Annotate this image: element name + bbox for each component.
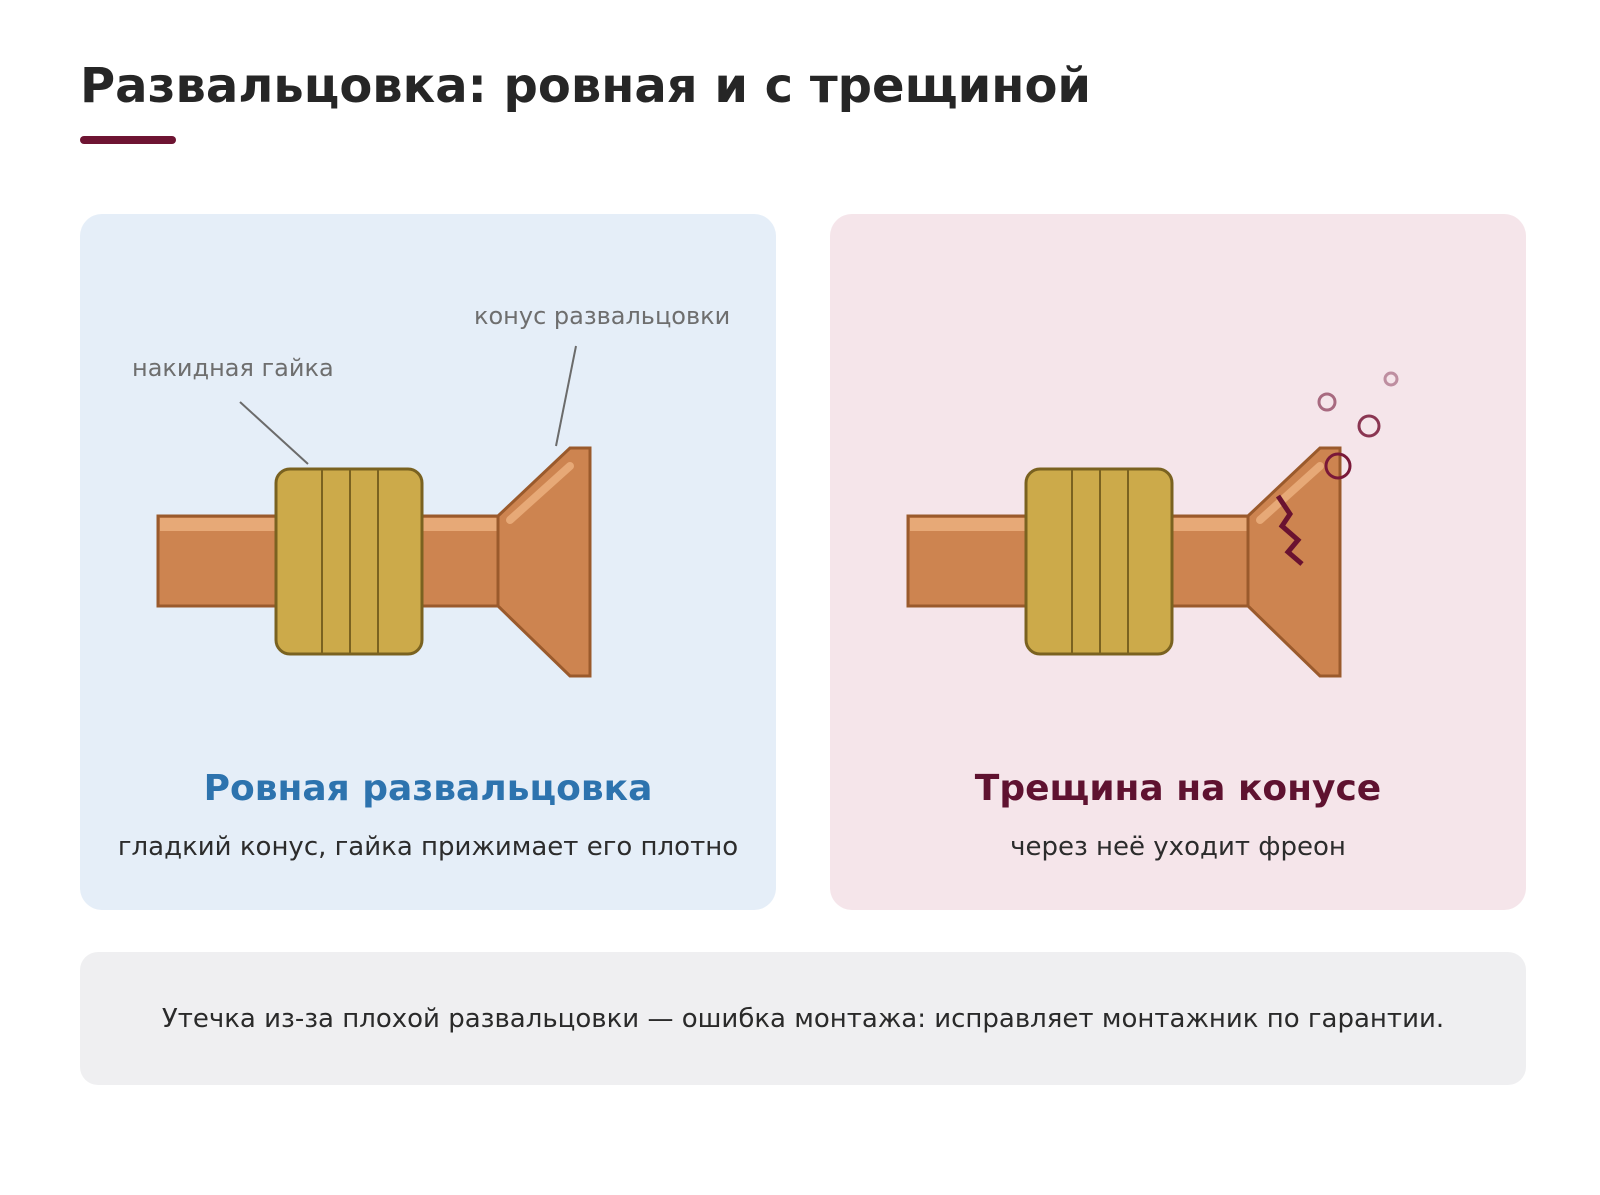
warranty-note: Утечка из-за плохой развальцовки — ошибк… xyxy=(80,952,1526,1085)
good-flare-caption: гладкий конус, гайка прижимает его плотн… xyxy=(117,832,739,862)
cracked-flare-illustration xyxy=(906,371,1399,678)
cracked-flare-caption: через неё уходит фреон xyxy=(1010,832,1346,862)
nut-label: накидная гайка xyxy=(132,354,334,382)
warranty-note-text: Утечка из-за плохой развальцовки — ошибк… xyxy=(161,1003,1445,1034)
good-flare-heading: Ровная развальцовка xyxy=(203,768,653,809)
leak-bubble xyxy=(1383,371,1399,387)
crack-mark xyxy=(1275,494,1304,566)
leak-bubble xyxy=(1317,392,1337,412)
good-flare-illustration xyxy=(156,345,592,678)
good-flare-panel: накидная гайка конус развальцовки Ровная… xyxy=(80,214,776,910)
flare-cone-highlight xyxy=(1256,462,1324,524)
title-underline xyxy=(80,136,176,144)
flare-cone-highlight xyxy=(506,462,574,524)
flare-cone xyxy=(496,446,592,678)
flare-cone xyxy=(1246,446,1342,678)
nut-leader-line xyxy=(239,401,309,465)
cracked-flare-heading: Трещина на конусе xyxy=(974,768,1382,809)
cracked-flare-panel: Трещина на конусе через неё уходит фреон xyxy=(830,214,1526,910)
page-title: Развальцовка: ровная и с трещиной xyxy=(80,58,1092,114)
cone-label: конус развальцовки xyxy=(474,302,731,330)
cone-leader-line xyxy=(555,345,577,447)
leak-bubble xyxy=(1357,414,1381,438)
leak-bubble xyxy=(1324,452,1352,480)
